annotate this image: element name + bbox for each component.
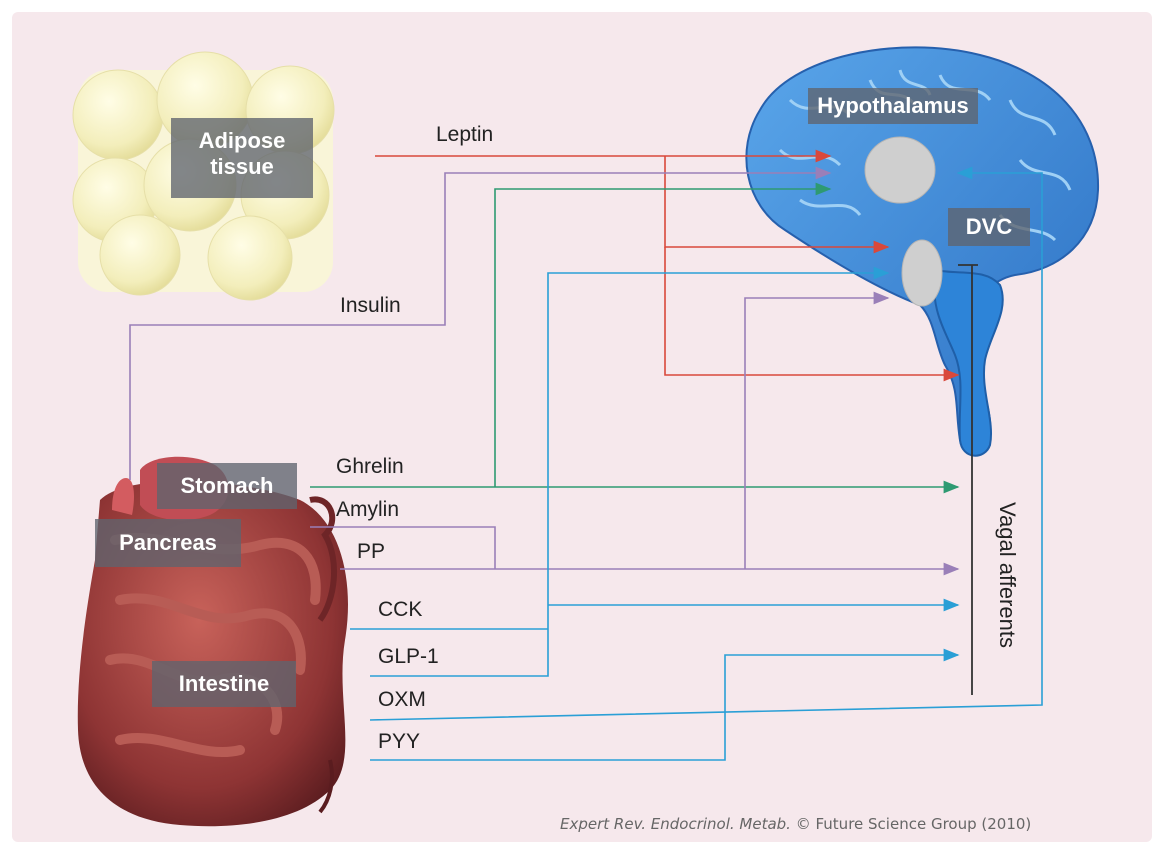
hypothalamus-label: Hypothalamus: [808, 88, 978, 124]
vagal-afferents-label: Vagal afferents: [993, 470, 1021, 680]
gut-illustration: [78, 457, 348, 826]
ghrelin-label: Ghrelin: [336, 455, 404, 479]
pyy-label: PYY: [378, 730, 420, 754]
pp-label: PP: [357, 540, 385, 564]
intestine-label: Intestine: [152, 661, 296, 707]
adipose-tissue-label: Adipose tissue: [171, 118, 313, 198]
amylin-label: Amylin: [336, 498, 399, 522]
leptin-label: Leptin: [436, 123, 493, 147]
insulin-label: Insulin: [340, 294, 401, 318]
figure-credit: Expert Rev. Endocrinol. Metab. © Future …: [560, 815, 1031, 833]
oxm-label: OXM: [378, 688, 426, 712]
glp1-label: GLP-1: [378, 645, 439, 669]
pancreas-label: Pancreas: [95, 519, 241, 567]
cck-label: CCK: [378, 598, 422, 622]
stomach-label: Stomach: [157, 463, 297, 509]
dvc-label: DVC: [948, 208, 1030, 246]
